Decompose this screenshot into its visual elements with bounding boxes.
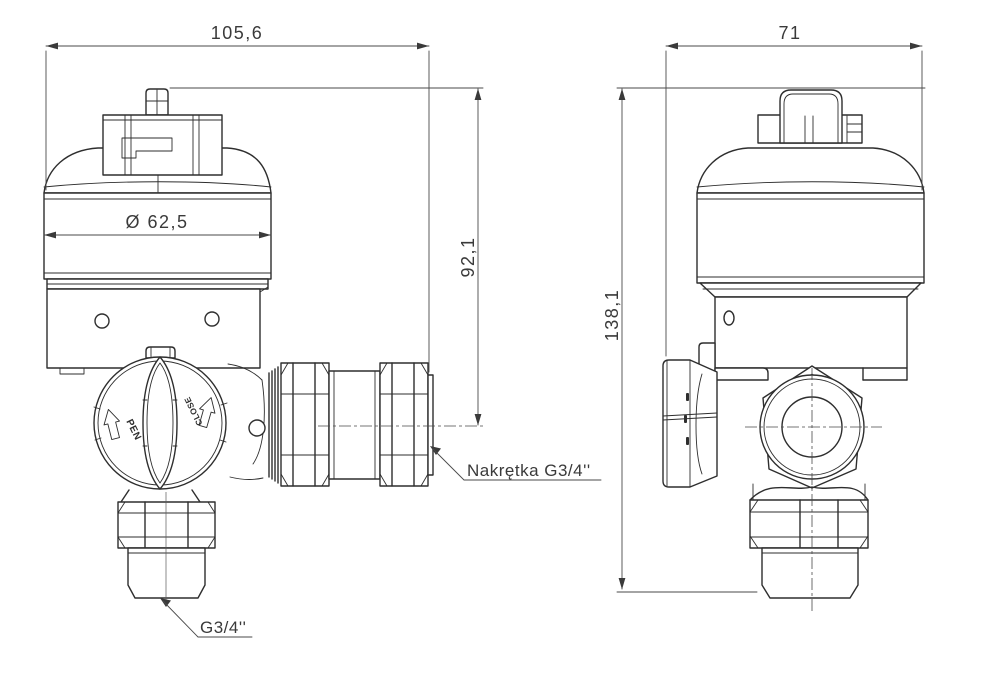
union-nut-label: Nakrętka G3/4'' — [467, 461, 591, 480]
cap-indicator-slot — [121, 137, 173, 159]
mounting-hole-side — [723, 310, 735, 326]
dim-diameter-value: Ø 62,5 — [125, 212, 188, 232]
head-cylinder-side — [696, 192, 925, 284]
union-nut-1 — [280, 362, 330, 487]
thermostatic-head-front — [43, 88, 272, 290]
front-view-drawing: PEN CLOSE 105,6 — [43, 23, 602, 638]
arrowhead-up — [618, 88, 626, 100]
bottom-nut-front — [117, 501, 216, 549]
bottom-connection-side — [749, 483, 869, 599]
bracket-ledge — [714, 367, 769, 381]
bottom-nut-side — [749, 499, 869, 549]
body-block — [714, 296, 908, 369]
arrowhead-left — [666, 42, 678, 50]
dimension-head-diameter: Ø 62,5 — [43, 212, 272, 239]
knob-text-marks — [684, 393, 689, 445]
centerlines-side — [745, 368, 882, 612]
spout-hole — [248, 419, 266, 437]
knob-top-tab — [145, 346, 176, 359]
mounting-hole-left — [94, 313, 110, 329]
bottom-thread-spigot-side — [761, 547, 859, 599]
bottom-thread-label: G3/4'' — [200, 618, 246, 637]
arrowhead-left — [46, 42, 58, 50]
dim-width-value: 105,6 — [211, 23, 264, 43]
bottom-connection-front — [117, 489, 216, 606]
leader-arrowhead — [430, 446, 441, 455]
union-barrel — [328, 370, 381, 480]
dim-stem-to-axis-value: 92,1 — [458, 236, 478, 277]
side-view-drawing: 71 138,1 — [602, 23, 926, 612]
label-bottom-thread-callout: G3/4'' — [160, 598, 253, 638]
mounting-hole-right — [204, 311, 220, 327]
union-end-face — [427, 374, 434, 476]
label-union-nut-callout: Nakrętka G3/4'' — [430, 446, 602, 481]
knob-handle — [142, 356, 178, 490]
head-cylinder — [43, 192, 272, 280]
control-knob-front: PEN CLOSE — [93, 346, 228, 490]
arrowhead-down — [474, 414, 482, 426]
thermostatic-head-side — [696, 89, 925, 298]
dim-height-value: 138,1 — [602, 289, 622, 342]
bottom-thread-spigot-front — [127, 547, 206, 599]
knob-tick-marks — [93, 402, 228, 443]
valve-body-side — [698, 296, 908, 381]
arrowhead-right — [910, 42, 922, 50]
dimension-total-height: 138,1 — [602, 87, 926, 593]
head-dome-side — [696, 147, 925, 194]
dimension-stem-to-axis: 92,1 — [169, 87, 484, 427]
control-knob-side — [662, 359, 718, 488]
arrowhead-up — [474, 88, 482, 100]
arrowhead-down — [618, 578, 626, 590]
dimension-depth: 71 — [665, 23, 923, 357]
dimension-overall-width: 105,6 — [45, 23, 430, 373]
side-union-front — [227, 362, 434, 487]
union-nut-2 — [379, 362, 429, 487]
arrowhead-left — [44, 231, 56, 239]
arrowhead-right — [417, 42, 429, 50]
head-cap — [102, 114, 223, 176]
head-handle-tab — [779, 89, 843, 144]
open-arrow-icon — [103, 408, 120, 440]
dim-depth-value: 71 — [778, 23, 801, 43]
leader-arrowhead — [160, 598, 171, 607]
close-arrow-icon — [198, 397, 216, 428]
arrowhead-right — [259, 231, 271, 239]
head-skirt-side — [699, 282, 922, 298]
